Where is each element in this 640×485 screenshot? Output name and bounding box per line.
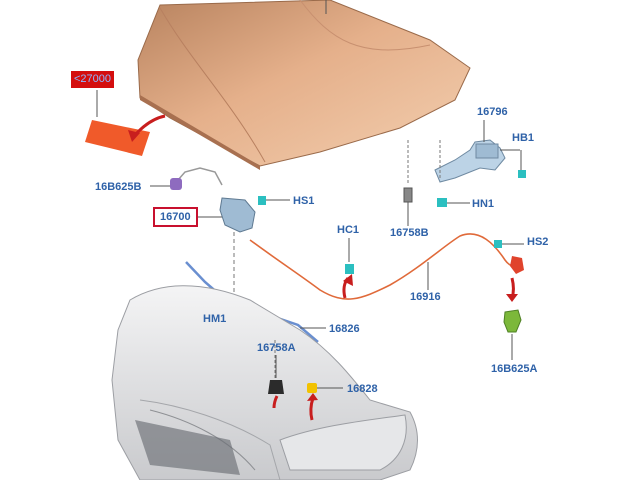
hn1-clip [437,198,447,207]
callout-hs1: HS1 [293,195,315,207]
16828-arrow-head [307,393,318,401]
release-handle [510,256,524,274]
callout-hm1: HM1 [203,313,227,325]
handle-arrow-head [506,294,518,302]
16758a-part [268,380,284,394]
callout-16916: 16916 [410,291,441,303]
release-cable [249,233,523,300]
callout-hn1: HN1 [472,198,495,210]
hb1-clip [518,170,526,178]
callout-16828: 16828 [347,383,378,395]
hs1-clip [258,196,266,205]
hood-panel [137,0,471,170]
callout-16796: 16796 [477,106,508,118]
16758a-arrow [272,395,279,409]
16828-clip [307,383,317,393]
callout-16b625b: 16B625B [95,181,142,193]
hood-insulator-pad [85,90,150,156]
callout-16758b: 16758B [390,227,429,239]
upper-cable-loop [177,167,223,186]
hc1-clip [345,264,354,274]
callout-16700: 16700 [153,207,198,227]
16b625b-part [170,178,182,190]
hc1-arrow-head [343,274,353,286]
callout-27000: <27000 [71,71,115,88]
callout-hb1: HB1 [512,132,535,144]
callout-16826: 16826 [329,323,360,335]
callout-16758a: 16758A [257,342,296,354]
hood-bumper-b [403,140,413,226]
callout-hs2: HS2 [527,236,549,248]
callout-hc1: HC1 [337,224,360,236]
insulator-arrow [133,114,166,137]
16b625a-part [503,309,522,333]
front-end-assembly [111,285,418,481]
hs2-clip [494,240,502,248]
callout-16b625a: 16B625A [491,363,538,375]
insulator-arrow-head [128,130,140,142]
hood-hinge-bracket [434,120,506,183]
